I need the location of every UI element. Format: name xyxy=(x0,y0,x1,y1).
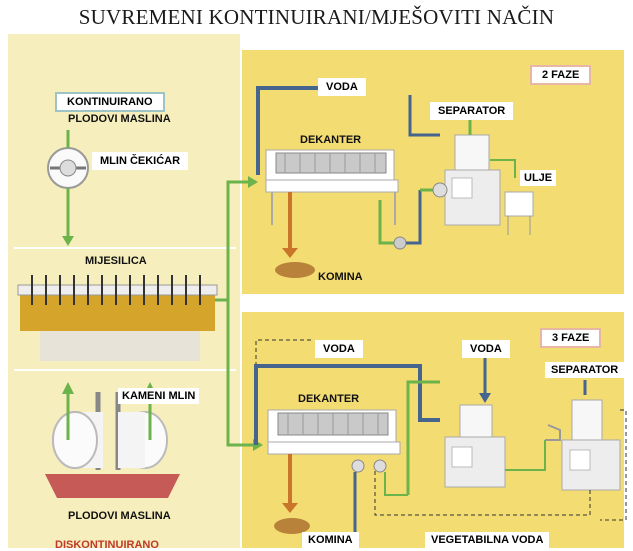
top-pomace-pile-icon xyxy=(275,262,315,278)
bottom-separator-2-icon xyxy=(561,399,621,491)
hammer-mill-icon xyxy=(47,147,89,189)
bottom-decanter-icon xyxy=(267,409,401,455)
stone-mill-icon xyxy=(45,392,180,498)
top-decanter-icon xyxy=(265,149,399,225)
mijesilica-label: MIJESILICA xyxy=(85,255,147,267)
oil-tank-icon xyxy=(504,191,534,235)
top-komina-label: KOMINA xyxy=(318,271,363,283)
ulje-label: ULJE xyxy=(520,170,557,186)
mlin-cekicar-label: MLIN ČEKIĆAR xyxy=(92,152,189,170)
top-separator-icon xyxy=(444,115,501,226)
top-separator-label: SEPARATOR xyxy=(430,102,514,120)
plodovi-maslina-bottom-label: PLODOVI MASLINA xyxy=(68,510,171,522)
kontinuirano-tag: KONTINUIRANO xyxy=(55,92,165,112)
bottom-komina-label: KOMINA xyxy=(302,532,359,548)
bottom-dekanter-label: DEKANTER xyxy=(298,393,360,405)
vegetabilna-voda-label: VEGETABILNA VODA xyxy=(425,532,550,548)
bottom-voda-right-label: VODA xyxy=(462,340,510,358)
bottom-separator-1-icon xyxy=(444,404,506,488)
plodovi-maslina-top-label: PLODOVI MASLINA xyxy=(68,113,171,125)
malaxer-icon xyxy=(17,275,218,361)
top-dekanter-label: DEKANTER xyxy=(300,134,362,146)
top-voda-label: VODA xyxy=(318,78,366,96)
bottom-voda-left-label: VODA xyxy=(315,340,363,358)
bottom-pomace-pile-icon xyxy=(274,518,310,534)
diagram-title: SUVREMENI KONTINUIRANI/MJEŠOVITI NAČIN xyxy=(0,0,633,34)
diskontinuirano-label: DISKONTINUIRANO xyxy=(55,539,159,551)
two-phase-tag: 2 FAZE xyxy=(530,65,592,85)
three-phase-tag: 3 FAZE xyxy=(540,328,602,348)
kameni-mlin-label: KAMENI MLIN xyxy=(118,388,200,404)
bottom-separator-label: SEPARATOR xyxy=(545,362,625,378)
